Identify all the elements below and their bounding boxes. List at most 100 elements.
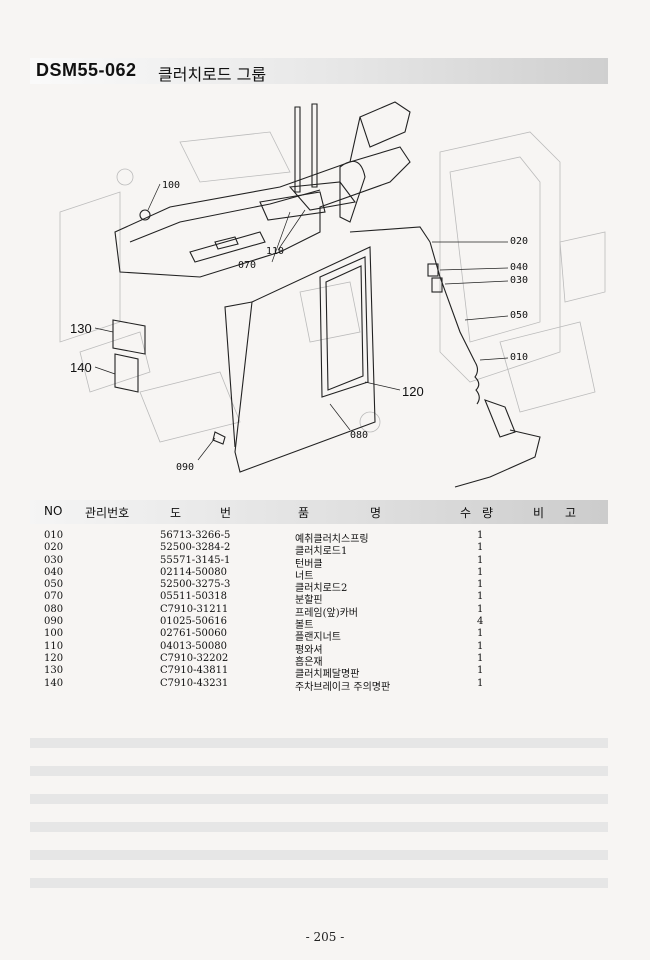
empty-row-band xyxy=(30,822,608,832)
header-item-1: 품 xyxy=(298,506,310,520)
empty-row-band xyxy=(30,850,608,860)
table-row: 110 04013-50080 평와셔 1 xyxy=(30,640,608,656)
callout-100: 100 xyxy=(162,180,181,191)
row-qty: 1 xyxy=(477,640,484,652)
row-qty: 1 xyxy=(477,628,484,640)
row-no: 110 xyxy=(44,640,64,652)
page-number: - 205 - xyxy=(305,930,345,944)
group-name: 클러치로드 그룹 xyxy=(158,65,267,84)
row-part-name: 너트 xyxy=(295,570,314,582)
parts-diagram-drawing xyxy=(59,101,606,488)
callout-090: 090 xyxy=(176,462,195,473)
table-row: 070 05511-50318 분할핀 1 xyxy=(30,591,608,607)
row-part-name: 흡은재 xyxy=(295,656,323,668)
row-no: 080 xyxy=(44,603,64,615)
row-qty: 1 xyxy=(477,665,484,677)
callout-120: 120 xyxy=(402,384,424,399)
callout-050: 050 xyxy=(510,310,529,321)
table-row: 030 55571-3145-1 턴버클 1 xyxy=(30,554,608,570)
leader-lines xyxy=(94,183,509,461)
row-part-name: 평와셔 xyxy=(295,644,323,656)
row-part-number: 52500-3284-2 xyxy=(160,542,231,554)
parts-diagram: 100 070 110 020 040 030 050 010 130 140 … xyxy=(20,92,610,492)
row-qty: 1 xyxy=(477,579,484,591)
row-no: 100 xyxy=(44,628,64,640)
row-part-name: 플랜지너트 xyxy=(295,632,341,644)
row-part-name: 주차브레이크 주의명판 xyxy=(295,681,391,693)
callout-040: 040 xyxy=(510,262,529,273)
table-row: 140 C7910-43231 주차브레이크 주의명판 1 xyxy=(30,677,608,693)
row-no: 010 xyxy=(44,530,64,541)
row-no: 120 xyxy=(44,652,64,664)
parts-table-header: NO 관리번호 도 번 품 명 수 량 비 고 xyxy=(30,500,608,524)
header-qty-2: 량 xyxy=(482,506,494,520)
row-part-name: 클러치로드1 xyxy=(295,546,348,558)
row-no: 040 xyxy=(44,566,64,578)
table-row: 020 52500-3284-2 클러치로드1 1 xyxy=(30,542,608,558)
table-row: 090 01025-50616 볼트 4 xyxy=(30,616,608,632)
callout-080: 080 xyxy=(350,430,369,441)
callout-140: 140 xyxy=(70,360,92,375)
row-part-number: C7910-31211 xyxy=(160,603,229,615)
empty-row-band xyxy=(30,738,608,748)
row-qty: 1 xyxy=(477,652,484,664)
row-no: 030 xyxy=(44,554,64,566)
header-qty-1: 수 xyxy=(460,506,472,520)
row-qty: 1 xyxy=(477,591,484,603)
row-no: 020 xyxy=(44,542,64,554)
row-no: 070 xyxy=(44,591,64,603)
row-part-name: 클러치로드2 xyxy=(295,583,348,595)
row-part-name: 턴버클 xyxy=(295,558,323,570)
row-no: 130 xyxy=(44,665,64,677)
header-mgmt-number: 관리번호 xyxy=(85,506,130,520)
row-part-number: 01025-50616 xyxy=(160,616,228,628)
row-no: 050 xyxy=(44,579,64,591)
main-frame xyxy=(112,101,541,488)
table-row: 080 C7910-31211 프레임(앞)카버 1 xyxy=(30,603,608,619)
row-part-number: C7910-32202 xyxy=(160,652,229,664)
callout-110: 110 xyxy=(266,246,285,257)
header-drawing-2: 번 xyxy=(220,506,232,520)
row-part-number: 02114-50080 xyxy=(160,566,228,578)
row-part-number: 05511-50318 xyxy=(160,591,228,603)
table-row: 050 52500-3275-3 클러치로드2 1 xyxy=(30,579,608,595)
row-part-number: 56713-3266-5 xyxy=(160,530,231,541)
page-title-bar: DSM55-062 클러치로드 그룹 xyxy=(30,58,608,84)
row-part-name: 분할핀 xyxy=(295,595,323,607)
empty-row-band xyxy=(30,794,608,804)
callout-070: 070 xyxy=(238,260,257,271)
callout-030: 030 xyxy=(510,275,529,286)
row-qty: 1 xyxy=(477,603,484,615)
row-part-number: C7910-43811 xyxy=(160,665,229,677)
header-remark-2: 고 xyxy=(565,506,577,520)
row-part-number: 02761-50060 xyxy=(160,628,228,640)
callout-010: 010 xyxy=(510,352,529,363)
group-code: DSM55-062 xyxy=(36,60,137,80)
row-qty: 1 xyxy=(477,677,484,689)
header-drawing-1: 도 xyxy=(170,506,182,520)
table-row: 120 C7910-32202 흡은재 1 xyxy=(30,652,608,668)
row-qty: 1 xyxy=(477,542,484,554)
row-part-number: 55571-3145-1 xyxy=(160,554,231,566)
header-no: NO xyxy=(44,504,63,518)
parts-table: 010 56713-3266-5 예취클러치스프링 1 020 52500-3284-2… xyxy=(30,530,608,693)
row-no: 090 xyxy=(44,616,64,628)
empty-row-band xyxy=(30,878,608,888)
table-row: 130 C7910-43811 클러치페달명판 1 xyxy=(30,665,608,681)
callout-130: 130 xyxy=(70,321,92,336)
row-part-number: 04013-50080 xyxy=(160,640,228,652)
row-qty: 1 xyxy=(477,530,484,541)
row-no: 140 xyxy=(44,677,64,689)
row-qty: 1 xyxy=(477,554,484,566)
row-part-name: 예취클러치스프링 xyxy=(295,534,369,545)
header-remark-1: 비 xyxy=(533,506,545,520)
table-row: 100 02761-50060 플랜지너트 1 xyxy=(30,628,608,644)
row-qty: 4 xyxy=(477,616,484,628)
row-part-number: C7910-43231 xyxy=(160,677,229,689)
row-part-name: 클러치페달명판 xyxy=(295,669,360,681)
callout-020: 020 xyxy=(510,236,529,247)
row-part-number: 52500-3275-3 xyxy=(160,579,231,591)
row-part-name: 프레임(앞)카버 xyxy=(295,607,359,619)
row-part-name: 볼트 xyxy=(295,620,314,632)
